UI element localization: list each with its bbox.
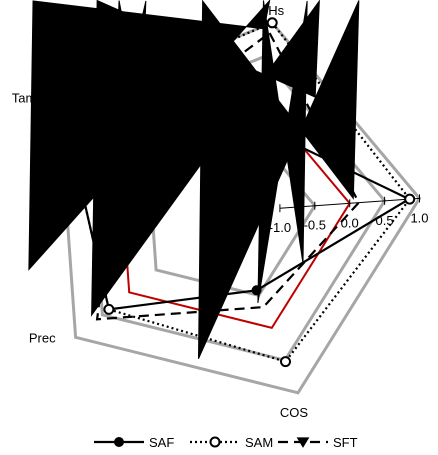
radial-tick-labels: -1.0 -0.5 0.0 0.5 1.0: [269, 194, 429, 235]
data-point-sam: [103, 303, 115, 315]
data-point-sft: [113, 0, 147, 142]
data-point-sft: [197, 0, 360, 360]
data-point-sam: [404, 193, 416, 205]
axis-label-prec: Prec: [29, 330, 56, 345]
axis-label-hs: Hs: [268, 3, 284, 18]
legend-marker: [296, 437, 310, 448]
legend-item-sam: SAM: [190, 435, 273, 450]
legend-label: SAF: [149, 435, 174, 450]
series-sft: [28, 0, 361, 360]
data-point-sft: [91, 0, 320, 317]
radial-tick-label: 1.0: [410, 210, 428, 225]
radial-tick-label: -1.0: [269, 220, 291, 235]
legend-item-sft: SFT: [278, 435, 358, 450]
legend-label: SFT: [333, 435, 358, 450]
data-point-sam: [280, 356, 291, 368]
legend-item-saf: SAF: [94, 435, 174, 450]
legend-marker: [114, 437, 124, 447]
radial-tick-label: -0.5: [304, 218, 326, 233]
series-layer: [28, 0, 416, 368]
axis-label-cos: COS: [280, 405, 309, 420]
series-line-sam: [62, 21, 412, 363]
legend-marker: [209, 436, 221, 448]
legend: SAF SAM SFT: [94, 435, 358, 450]
data-point-sam: [266, 17, 278, 29]
radial-tick-label: 0.0: [341, 215, 359, 230]
radial-tick-label: 0.5: [376, 213, 394, 228]
legend-label: SAM: [245, 435, 273, 450]
